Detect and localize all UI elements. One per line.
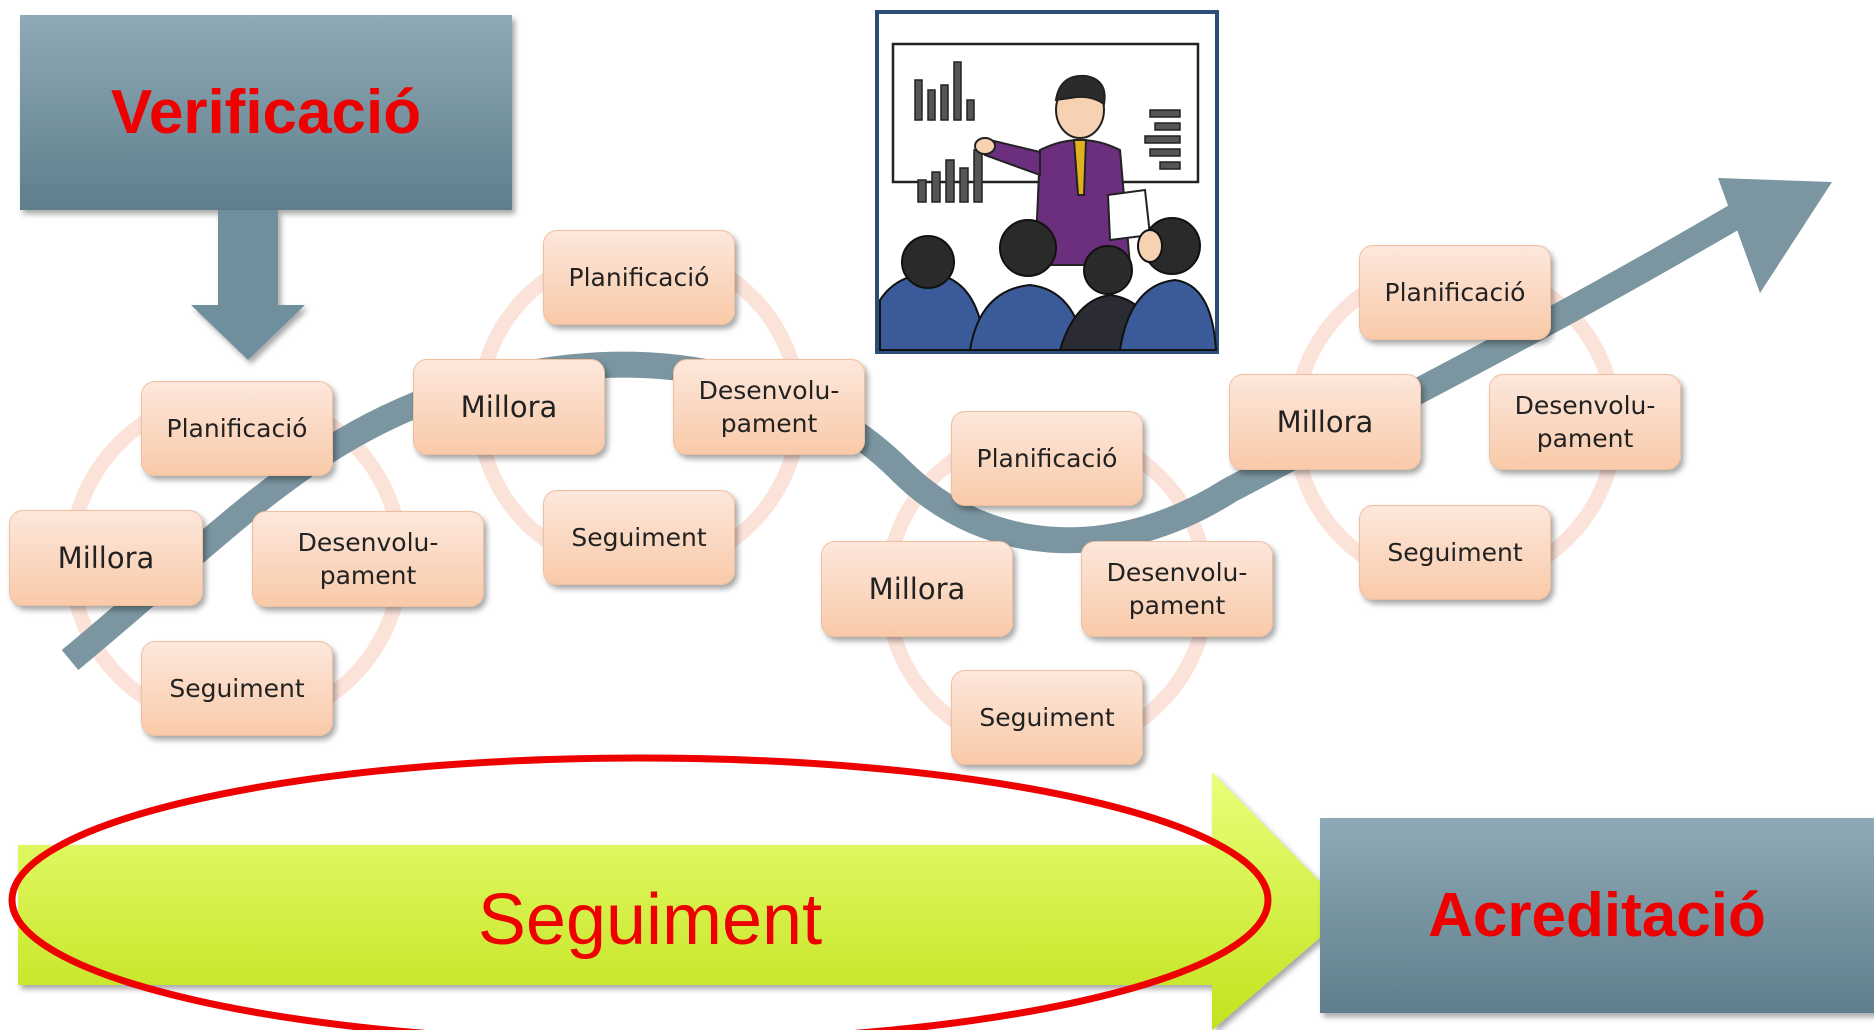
highlight-ellipse xyxy=(8,754,1272,1030)
cycle-2-desenvolupament: Desenvolu- pament xyxy=(673,359,865,455)
cycle-1-planificacio: Planificació xyxy=(141,381,333,476)
cycle-3-seguiment: Seguiment xyxy=(951,670,1143,765)
cycle-2-millora: Millora xyxy=(413,359,605,455)
verificacio-title: Verificació xyxy=(110,78,422,147)
cycle-4-millora: Millora xyxy=(1229,374,1421,470)
down-arrow-icon xyxy=(191,210,305,360)
cycle-4-planificacio: Planificació xyxy=(1359,245,1551,340)
cycle-2-planificacio: Planificació xyxy=(543,230,735,325)
cycle-4-seguiment: Seguiment xyxy=(1359,505,1551,600)
cycle-1-millora: Millora xyxy=(9,510,203,606)
trend-arrow-icon xyxy=(61,193,1762,671)
verificacio-box xyxy=(20,15,512,210)
presenter-at-whiteboard-icon xyxy=(875,10,1219,354)
cycle-1-seguiment: Seguiment xyxy=(141,641,333,736)
trend-arrowhead-icon xyxy=(1718,178,1832,293)
acreditacio-box xyxy=(1320,818,1874,1013)
cycle-4-desenvolupament: Desenvolu- pament xyxy=(1489,374,1681,470)
acreditacio-title: Acreditació xyxy=(1428,881,1766,950)
cycle-3-desenvolupament: Desenvolu- pament xyxy=(1081,541,1273,637)
cycle-3-millora: Millora xyxy=(821,541,1013,637)
cycle-3-planificacio: Planificació xyxy=(951,411,1143,506)
seguiment-phase-label: Seguiment xyxy=(477,880,823,960)
phase-arrow-icon xyxy=(18,772,1350,1030)
cycle-1-desenvolupament: Desenvolu- pament xyxy=(252,511,484,607)
cycle-2-seguiment: Seguiment xyxy=(543,490,735,585)
